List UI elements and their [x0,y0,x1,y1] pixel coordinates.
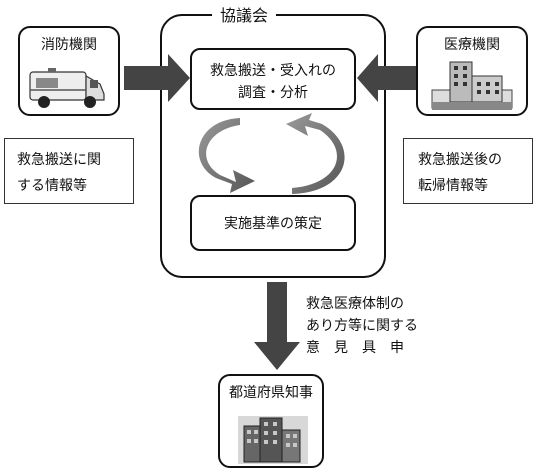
survey-box: 救急搬送・受入れの 調査・分析 [190,48,356,110]
arrow-from-medical [357,54,416,102]
cycle-right-arrow [286,113,345,194]
medical-title: 医療機関 [444,37,500,53]
fire-dept-box: 消防機関 [18,26,120,116]
medical-info-line-2: 転帰情報等 [418,178,488,194]
fire-info-line-1: 救急搬送に関 [17,152,101,168]
fire-dept-title: 消防機関 [41,37,97,53]
survey-line-2: 調査・分析 [238,85,308,101]
medical-info-line-1: 救急搬送後の [418,152,502,168]
council-title: 協議会 [212,2,277,26]
opinion-line-3: 意 見 具 申 [306,340,404,356]
medical-info-box: 救急搬送後の 転帰情報等 [403,138,533,204]
opinion-line-2: あり方等に関する [306,318,418,334]
cycle-left-arrow [198,118,255,193]
standard-box: 実施基準の策定 [190,195,356,251]
fire-info-line-2: する情報等 [17,178,87,194]
survey-line-1: 救急搬送・受入れの [210,63,336,79]
government-building-icon [238,416,308,464]
standard-label: 実施基準の策定 [224,216,322,232]
governor-box: 都道府県知事 [218,374,324,468]
arrow-to-governor [254,282,300,370]
ambulance-icon [29,68,105,108]
opinion-line-1: 救急医療体制の [306,296,404,312]
arrow-from-fire-dept [124,54,190,102]
governor-title: 都道府県知事 [229,385,313,401]
hospital-icon [431,61,513,110]
medical-box: 医療機関 [416,26,528,116]
fire-info-box: 救急搬送に関 する情報等 [4,138,134,204]
